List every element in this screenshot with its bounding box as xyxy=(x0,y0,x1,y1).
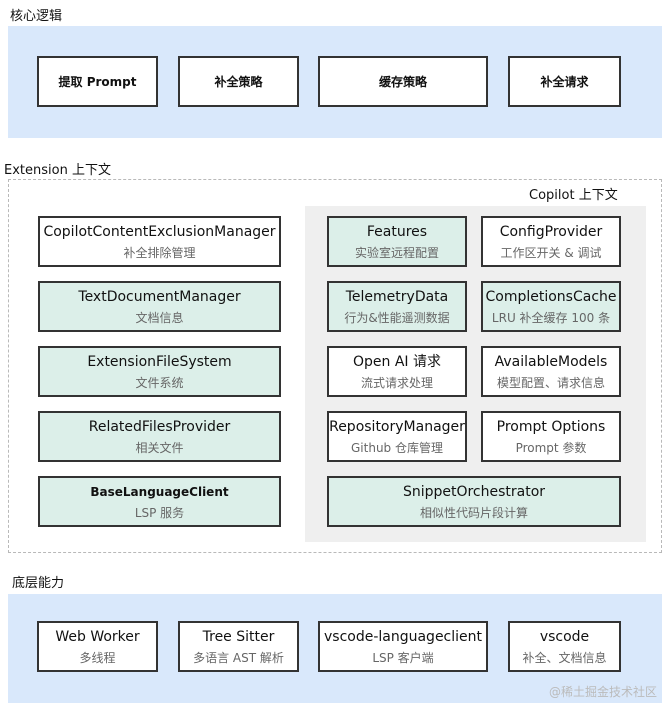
box-subtitle: LSP 服务 xyxy=(134,505,185,520)
copilot-section-title: Copilot 上下文 xyxy=(529,188,618,203)
box-title: TelemetryData xyxy=(345,288,449,305)
extension-dashed-border xyxy=(8,179,662,553)
box-title: BaseLanguageClient xyxy=(90,484,229,499)
box-subtitle: Prompt 参数 xyxy=(515,440,587,455)
copilot-box-repository-manager: RepositoryManager Github 仓库管理 xyxy=(327,411,467,462)
box-title: RepositoryManager xyxy=(329,418,465,435)
box-subtitle: 流式请求处理 xyxy=(360,375,433,390)
ext-box-content-exclusion: CopilotContentExclusionManager 补全排除管理 xyxy=(38,216,281,267)
ext-box-related-files-provider: RelatedFilesProvider 相关文件 xyxy=(38,411,281,462)
box-subtitle: 行为&性能遥测数据 xyxy=(344,310,450,325)
copilot-box-features: Features 实验室远程配置 xyxy=(327,216,467,267)
ext-box-extension-file-system: ExtensionFileSystem 文件系统 xyxy=(38,346,281,397)
box-subtitle: LSP 客户端 xyxy=(372,650,434,665)
base-section-title: 底层能力 xyxy=(12,576,65,591)
box-subtitle: 文件系统 xyxy=(135,375,184,390)
core-box-cache-strategy: 缓存策略 xyxy=(318,56,488,107)
box-title: AvailableModels xyxy=(494,353,608,370)
box-title: SnippetOrchestrator xyxy=(402,483,546,500)
base-box-web-worker: Web Worker 多线程 xyxy=(37,621,158,672)
box-subtitle: 实验室远程配置 xyxy=(354,245,439,260)
copilot-box-available-models: AvailableModels 模型配置、请求信息 xyxy=(481,346,621,397)
base-box-vscode-languageclient: vscode-languageclient LSP 客户端 xyxy=(318,621,488,672)
box-subtitle: 多语言 AST 解析 xyxy=(193,650,284,665)
box-subtitle: 补全排除管理 xyxy=(123,245,196,260)
box-title: CompletionsCache xyxy=(485,288,617,305)
box-title: Tree Sitter xyxy=(202,628,275,645)
core-box-completion-request: 补全请求 xyxy=(508,56,621,107)
box-subtitle: Github 仓库管理 xyxy=(351,440,443,455)
box-subtitle: 相似性代码片段计算 xyxy=(419,505,528,520)
copilot-box-openai-request: Open AI 请求 流式请求处理 xyxy=(327,346,467,397)
core-box-completion-strategy: 补全策略 xyxy=(178,56,299,107)
copilot-box-snippet-orchestrator: SnippetOrchestrator 相似性代码片段计算 xyxy=(327,476,621,527)
box-title: ConfigProvider xyxy=(499,223,603,240)
box-title: Features xyxy=(366,223,428,240)
box-title: ExtensionFileSystem xyxy=(87,353,232,370)
box-title: Open AI 请求 xyxy=(353,353,441,370)
box-subtitle: 补全、文档信息 xyxy=(522,650,607,665)
ext-box-base-language-client: BaseLanguageClient LSP 服务 xyxy=(38,476,281,527)
base-box-tree-sitter: Tree Sitter 多语言 AST 解析 xyxy=(178,621,299,672)
watermark: @稀土掘金技术社区 xyxy=(548,685,657,699)
box-subtitle: 工作区开关 & 调试 xyxy=(500,245,602,260)
box-title: CopilotContentExclusionManager xyxy=(43,223,276,240)
core-section-title: 核心逻辑 xyxy=(10,9,63,24)
copilot-box-completions-cache: CompletionsCache LRU 补全缓存 100 条 xyxy=(481,281,621,332)
box-title: RelatedFilesProvider xyxy=(88,418,231,435)
core-box-label: 提取 Prompt xyxy=(58,74,137,89)
box-title: TextDocumentManager xyxy=(78,288,241,305)
copilot-box-telemetry-data: TelemetryData 行为&性能遥测数据 xyxy=(327,281,467,332)
ext-box-text-document-manager: TextDocumentManager 文档信息 xyxy=(38,281,281,332)
box-subtitle: LRU 补全缓存 100 条 xyxy=(491,310,611,325)
box-title: vscode-languageclient xyxy=(323,628,483,645)
box-subtitle: 多线程 xyxy=(79,650,116,665)
base-box-vscode: vscode 补全、文档信息 xyxy=(508,621,621,672)
box-title: vscode xyxy=(539,628,590,645)
extension-section-title: Extension 上下文 xyxy=(4,163,111,178)
box-title: Prompt Options xyxy=(496,418,606,435)
core-box-label: 补全请求 xyxy=(540,74,589,89)
box-title: Web Worker xyxy=(55,628,140,645)
copilot-box-prompt-options: Prompt Options Prompt 参数 xyxy=(481,411,621,462)
core-box-extract-prompt: 提取 Prompt xyxy=(37,56,158,107)
core-box-label: 缓存策略 xyxy=(378,74,427,89)
core-box-label: 补全策略 xyxy=(214,74,263,89)
box-subtitle: 模型配置、请求信息 xyxy=(496,375,605,390)
box-subtitle: 文档信息 xyxy=(135,310,184,325)
copilot-box-config-provider: ConfigProvider 工作区开关 & 调试 xyxy=(481,216,621,267)
box-subtitle: 相关文件 xyxy=(135,440,184,455)
